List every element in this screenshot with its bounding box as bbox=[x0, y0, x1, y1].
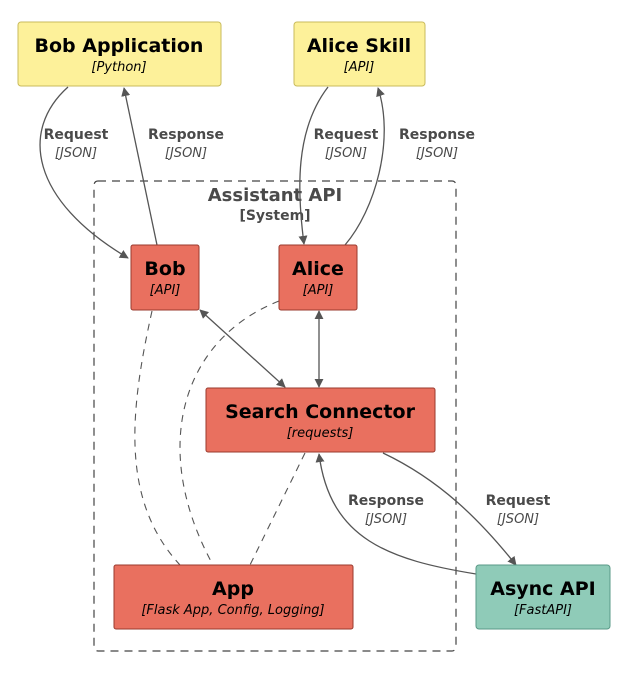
edge-async-to-search bbox=[315, 453, 477, 575]
edge-label-aliceskill-request: Request bbox=[314, 127, 379, 143]
node-box bbox=[278, 244, 358, 311]
node-async-api[interactable]: Async API [FastAPI] bbox=[475, 564, 611, 630]
node-tech: [API] bbox=[303, 283, 334, 298]
edge-tech-async-response: [JSON] bbox=[365, 512, 407, 527]
node-box bbox=[130, 244, 200, 311]
edge-tech-bob-response: [JSON] bbox=[165, 146, 207, 161]
assistant-api-boundary: Assistant API [System] bbox=[93, 180, 457, 652]
node-title: Alice Skill bbox=[307, 35, 411, 57]
edge-tech-bobapp-request: [JSON] bbox=[55, 146, 97, 161]
node-bob[interactable]: Bob [API] bbox=[130, 244, 200, 311]
edge-label-bob-response: Response bbox=[148, 127, 224, 143]
node-title: Bob Application bbox=[35, 35, 204, 57]
edge-tech-aliceskill-request: [JSON] bbox=[325, 146, 367, 161]
node-tech: [API] bbox=[150, 283, 181, 298]
edge-tech-alice-response: [JSON] bbox=[416, 146, 458, 161]
node-search-connector[interactable]: Search Connector [requests] bbox=[205, 387, 436, 453]
node-tech: [API] bbox=[344, 60, 375, 75]
node-title: Alice bbox=[292, 258, 344, 280]
node-box bbox=[113, 564, 354, 630]
node-tech: [Python] bbox=[91, 60, 146, 75]
node-alice-skill[interactable]: Alice Skill [API] bbox=[293, 21, 426, 87]
edge-alice-to-aliceskill bbox=[344, 87, 385, 246]
node-tech: [Flask App, Config, Logging] bbox=[141, 603, 324, 618]
edges bbox=[39, 86, 517, 575]
edge-label-search-request: Request bbox=[486, 493, 551, 509]
node-title: Search Connector bbox=[225, 401, 416, 423]
node-title: App bbox=[212, 578, 254, 600]
edge-labels: Request [JSON] Response [JSON] Request [… bbox=[44, 127, 551, 527]
node-tech: [FastAPI] bbox=[514, 603, 572, 618]
node-box bbox=[205, 387, 436, 453]
boundary-title: Assistant API bbox=[208, 185, 343, 206]
edge-label-alice-response: Response bbox=[399, 127, 475, 143]
node-title: Bob bbox=[144, 258, 185, 280]
node-title: Async API bbox=[490, 578, 596, 600]
edge-label-bobapp-request: Request bbox=[44, 127, 109, 143]
node-tech: [requests] bbox=[287, 426, 354, 441]
edge-search-to-async bbox=[382, 452, 517, 566]
boundary-subtitle: [System] bbox=[239, 208, 310, 224]
dashed-line-search-app bbox=[249, 452, 306, 566]
node-box bbox=[475, 564, 611, 630]
edge-bobapp-to-bob bbox=[39, 86, 129, 259]
node-box bbox=[293, 21, 426, 87]
node-app[interactable]: App [Flask App, Config, Logging] bbox=[113, 564, 354, 630]
node-bob-application[interactable]: Bob Application [Python] bbox=[17, 21, 222, 87]
edge-bob-search bbox=[199, 309, 286, 388]
edge-bob-to-bobapp bbox=[121, 87, 158, 246]
boundary-frame bbox=[93, 180, 457, 652]
edge-aliceskill-to-alice bbox=[298, 86, 329, 245]
edge-label-async-response: Response bbox=[348, 493, 424, 509]
edge-tech-search-request: [JSON] bbox=[497, 512, 539, 527]
dashed-line-bob-app bbox=[134, 310, 181, 566]
node-box bbox=[17, 21, 222, 87]
node-alice[interactable]: Alice [API] bbox=[278, 244, 358, 311]
